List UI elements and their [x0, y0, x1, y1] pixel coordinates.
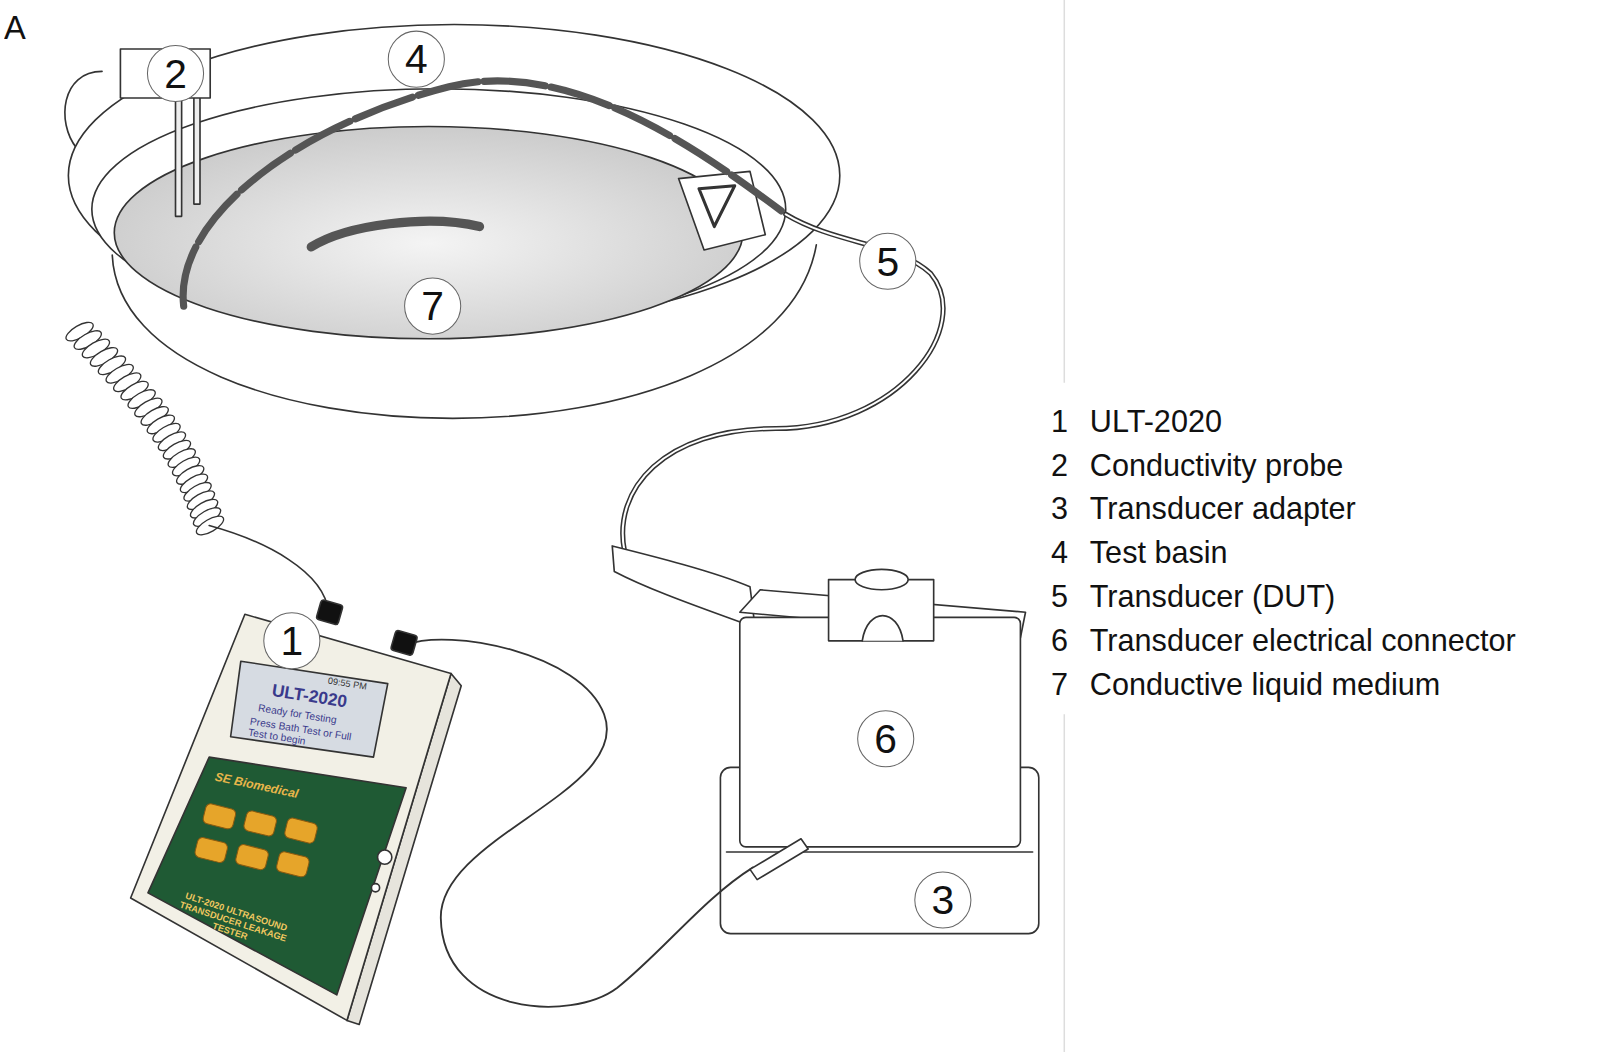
- panel-letter: A: [4, 10, 26, 46]
- device-jack: [316, 599, 343, 625]
- liquid: [114, 127, 743, 339]
- device-button: [243, 810, 278, 837]
- callout-circle: 3: [914, 871, 971, 928]
- legend-number: 6: [1051, 623, 1068, 657]
- callout-circle: 5: [859, 233, 916, 290]
- basin-spout: [679, 171, 766, 250]
- callout-number: 2: [164, 53, 187, 94]
- adapter-edge: [727, 851, 1033, 853]
- device-jack: [390, 630, 417, 656]
- legend-number: 2: [1051, 448, 1068, 482]
- probe-rod: [194, 94, 200, 204]
- legend-text: Transducer electrical connector: [1090, 623, 1516, 657]
- transducer-cable: [623, 214, 943, 551]
- knob-top: [855, 569, 908, 589]
- transducer-cable: [183, 81, 786, 306]
- callout-circle: 6: [857, 710, 914, 767]
- device-button: [235, 844, 270, 871]
- legend-text: Transducer (DUT): [1090, 580, 1336, 614]
- adapter-plug: [750, 839, 808, 880]
- legend-text: ULT-2020: [1090, 404, 1222, 438]
- divider: [1064, 0, 1066, 383]
- callout-number: 3: [932, 880, 955, 921]
- device-button: [194, 836, 229, 863]
- legend-number: 4: [1051, 536, 1068, 570]
- spout-triangle: [699, 186, 735, 227]
- divider: [1064, 714, 1066, 1052]
- legend-text: Conductive liquid medium: [1090, 667, 1441, 701]
- callout-number: 4: [405, 39, 428, 80]
- device-panel: [148, 757, 406, 995]
- transducer-cable-core: [623, 214, 943, 551]
- callout-number: 7: [421, 286, 444, 327]
- device-body: [131, 614, 451, 1020]
- callout-circle: 7: [404, 278, 461, 335]
- callout-number: 1: [280, 620, 303, 661]
- legend-text: Conductivity probe: [1090, 448, 1344, 482]
- probe-rod: [176, 94, 182, 216]
- legend-number: 7: [1051, 667, 1068, 701]
- legend-number: 5: [1051, 580, 1068, 614]
- device-port: [378, 850, 392, 864]
- callout-circle: 2: [147, 45, 204, 102]
- legend-text: Test basin: [1090, 536, 1228, 570]
- knob-lever: [862, 616, 903, 641]
- coil-cord: [63, 319, 226, 539]
- device-button: [284, 817, 319, 844]
- connector-body: [740, 617, 1021, 847]
- callout-circle: 4: [388, 31, 445, 88]
- callout-number: 6: [874, 718, 897, 759]
- legend-number: 3: [1051, 492, 1068, 526]
- callout-circle: 1: [263, 612, 320, 669]
- device-screen: [231, 661, 388, 757]
- legend-text: Transducer adapter: [1090, 492, 1356, 526]
- transducer-head: [311, 221, 479, 247]
- legend-number: 1: [1051, 404, 1068, 438]
- probe-wire: [209, 526, 328, 613]
- device-button: [276, 851, 311, 878]
- device-port: [371, 884, 379, 892]
- device-button: [202, 803, 237, 830]
- callout-number: 5: [876, 241, 899, 282]
- strain-relief: [612, 546, 755, 628]
